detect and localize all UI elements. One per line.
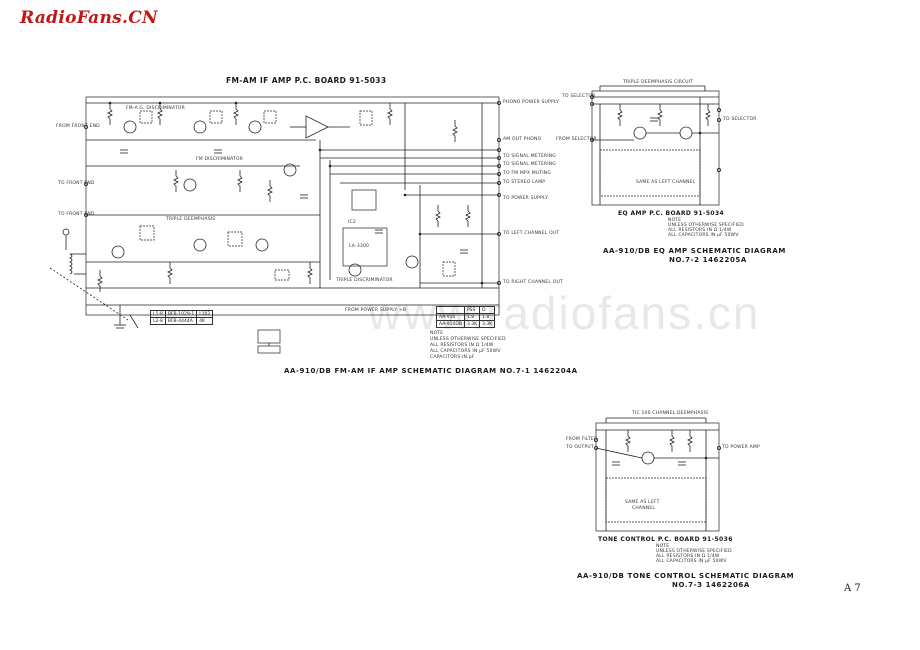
tone-caption-line1: AA-910/DB TONE CONTROL SCHEMATIC DIAGRAM [577, 572, 795, 580]
block-label-0: FM-A.G. DISCRIMINATOR [126, 106, 185, 111]
fm-am-terminal-0: PHONO POWER SUPPLY [503, 100, 559, 105]
tone-caption-line2: NO.7-3 1462206A [672, 581, 750, 589]
parts-header-cell: PSS [463, 306, 481, 314]
eq-note-0: NOTE [668, 218, 682, 223]
parts-row: AA-910DB 3.3K 3.3K [436, 320, 496, 328]
fm-am-terminal-1: AM OUT PHONO [503, 137, 542, 142]
parts-cell: AA-910DB [436, 320, 465, 328]
eq-board-outline [590, 85, 722, 206]
tone-note-3: ALL CAPACITORS IN μF 50WV [656, 559, 727, 564]
fm-am-left-terminal-2: TO FRONT END [58, 212, 95, 217]
ic2-ref: IC2 [348, 220, 356, 225]
fm-am-board-title: FM-AM IF AMP P.C. BOARD 91-5033 [226, 76, 387, 85]
fm-am-terminal-4: TO FM MPX MUTING [503, 171, 552, 176]
ic2-part-label: LA-3300 [349, 244, 370, 249]
fm-am-terminal-8: TO RIGHT CHANNEL OUT [503, 280, 563, 285]
coil-cell: L1-8 [150, 310, 166, 318]
fm-am-terminal-5: TO STEREO LAMP [503, 180, 546, 185]
tone-note-0: NOTE [656, 544, 670, 549]
fm-am-terminal-3: TO SIGNAL METERING [503, 162, 556, 167]
parts-header-row: PSS D [436, 306, 496, 314]
coil-table: L1-8 BFB-1029-1 L102 L2-8 BFB-4444A 4K [150, 310, 214, 325]
parts-row: AA-910 1.8 1.8 [436, 313, 496, 321]
tone-note-1: UNLESS OTHERWISE SPECIFIED [656, 549, 732, 554]
eq-inner-label: SAME AS LEFT CHANNEL [636, 180, 696, 185]
parts-header-cell: D [479, 306, 496, 314]
eq-caption-line1: AA-910/DB EQ AMP SCHEMATIC DIAGRAM [603, 247, 786, 255]
coil-row: L2-8 BFB-4444A 4K [150, 317, 214, 325]
tone-output: TO POWER AMP [722, 445, 760, 450]
eq-board-title: EQ AMP P.C. BOARD 91-5034 [618, 210, 725, 217]
eq-top-label: TRIPLE DEEMPHASIS CIRCUIT [623, 80, 694, 85]
block-label-1: FM DISCRIMINATOR [196, 157, 244, 162]
block-label-2: TRIPLE DEEMPHASIS [166, 217, 216, 222]
eq-note-3: ALL CAPACITORS IN μF 50WV [668, 233, 739, 238]
fm-am-bottom-label: FROM POWER SUPPLY +B [345, 308, 407, 313]
fm-am-note-1: UNLESS OTHERWISE SPECIFIED [430, 337, 506, 342]
fm-am-terminal-7: TO LEFT CHANNEL OUT [503, 231, 560, 236]
tone-input-1: TO OUTPUT [566, 445, 594, 450]
tone-input-0: FROM FILTER [566, 437, 598, 442]
tone-board-outline [594, 417, 722, 532]
fm-am-left-terminal-1: TO FRONT END [58, 181, 95, 186]
eq-input-0: TO SELECTOR [562, 94, 596, 99]
parts-cell: 3.3K [463, 320, 481, 328]
fm-am-note-2: ALL RESISTORS IN Ω 1/4W [430, 343, 494, 348]
parts-cell: 1.8 [479, 313, 496, 321]
tone-inner-label-1: SAME AS LEFT [625, 500, 660, 505]
fm-am-board-outline [84, 96, 501, 316]
antenna-input-network [49, 228, 139, 329]
eq-output: TO SELECTOR [723, 117, 757, 122]
parts-header-cell [436, 306, 465, 314]
coil-row: L1-8 BFB-1029-1 L102 [150, 310, 214, 318]
page-number: A 7 [844, 583, 861, 594]
fm-am-note-4: CAPACITORS IN pF [430, 355, 475, 360]
coil-cell: 4K [196, 317, 214, 325]
fm-am-note-0: NOTE [430, 331, 444, 336]
eq-note-1: UNLESS OTHERWISE SPECIFIED [668, 223, 744, 228]
site-logo[interactable]: RadioFans.CN [20, 8, 158, 28]
coil-cell: BFB-4444A [164, 317, 198, 325]
fm-am-terminal-2: TO SIGNAL METERING [503, 154, 556, 159]
coil-cell: BFB-1029-1 [164, 310, 198, 318]
tone-top-label: TIC 100 CHANNEL DEEMPHASIS [632, 411, 709, 416]
tone-board-title: TONE CONTROL P.C. BOARD 91-5036 [598, 536, 733, 543]
tone-note-2: ALL RESISTORS IN Ω 1/4W [656, 554, 720, 559]
parts-cell: 1.8 [463, 313, 481, 321]
block-label-3: TRIPLE DISCRIMINATOR [336, 278, 393, 283]
eq-note-2: ALL RESISTORS IN Ω 1/4W [668, 228, 732, 233]
parts-table: PSS D AA-910 1.8 1.8 AA-910DB 3.3K 3.3K [436, 306, 496, 328]
tone-inner-label-2: CHANNEL [632, 506, 656, 511]
coil-cell: L2-8 [150, 317, 166, 325]
coil-cell: L102 [196, 310, 214, 318]
parts-cell: AA-910 [436, 313, 465, 321]
fm-am-terminal-6: TO POWER SUPPLY [503, 196, 549, 201]
fm-am-notes-boxes [257, 329, 281, 354]
fm-am-note-3: ALL CAPACITORS IN μF 50WV [430, 349, 501, 354]
eq-caption-line2: NO.7-2 1462205A [669, 256, 747, 264]
fm-am-caption: AA-910/DB FM-AM IF AMP SCHEMATIC DIAGRAM… [284, 367, 578, 375]
fm-am-left-terminal-0: FROM FRONT END [56, 124, 100, 129]
eq-input-1: FROM SELECTOR [556, 137, 597, 142]
parts-cell: 3.3K [479, 320, 496, 328]
